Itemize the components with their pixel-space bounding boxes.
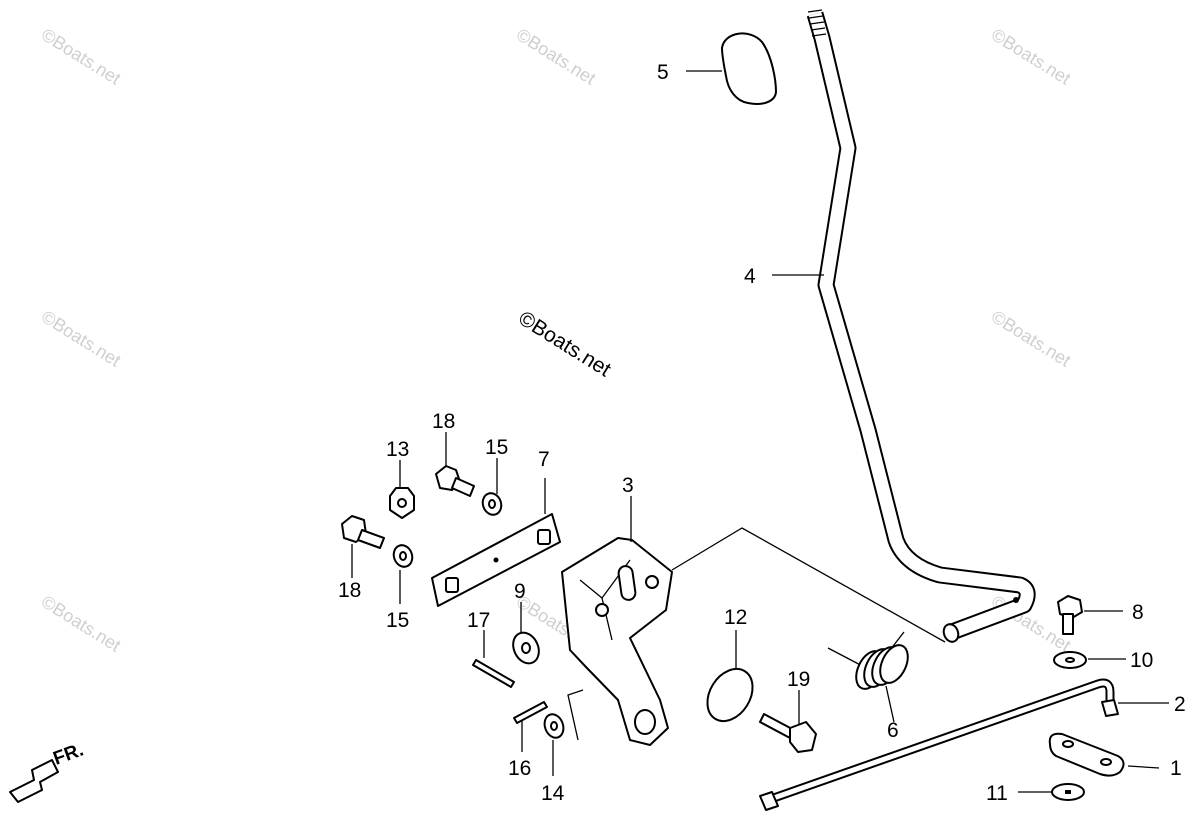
watermark-text: ©Boats.net bbox=[988, 24, 1074, 88]
callout-11: 11 bbox=[986, 782, 1008, 805]
part-3-bracket bbox=[561, 537, 673, 746]
part-8-bolt bbox=[1057, 595, 1083, 635]
front-label: FR. bbox=[51, 739, 87, 769]
callout-13: 13 bbox=[386, 438, 409, 461]
watermark-text: ©Boats.net bbox=[38, 24, 124, 88]
callout-17: 17 bbox=[467, 609, 490, 632]
part-18-lower-bolt bbox=[341, 515, 385, 549]
callout-1: 1 bbox=[1170, 757, 1182, 780]
part-15-upper-washer bbox=[481, 492, 503, 516]
front-direction-arrow: FR. bbox=[9, 739, 87, 803]
callout-5: 5 bbox=[657, 61, 669, 84]
part-11-washer bbox=[1051, 783, 1085, 801]
part-2-link-rod bbox=[759, 678, 1119, 811]
callout-10: 10 bbox=[1130, 649, 1153, 672]
part-5-grip-knob bbox=[721, 32, 777, 105]
part-10-washer bbox=[1053, 651, 1087, 669]
part-17-pin bbox=[472, 659, 515, 688]
part-13-flange-nut bbox=[389, 487, 415, 519]
watermark-text: ©Boats.net bbox=[38, 591, 124, 655]
callout-15-upper: 15 bbox=[485, 436, 508, 459]
part-18-upper-bolt bbox=[435, 465, 475, 497]
callout-18-lower: 18 bbox=[338, 579, 361, 602]
callout-2: 2 bbox=[1174, 693, 1186, 716]
leader-lines bbox=[351, 70, 1169, 793]
callout-19: 19 bbox=[787, 668, 810, 691]
assembly-reference-line bbox=[671, 527, 946, 643]
part-19-bolt bbox=[759, 713, 817, 753]
callout-15-lower: 15 bbox=[386, 609, 409, 632]
callout-18-upper: 18 bbox=[432, 410, 455, 433]
part-14-washer bbox=[543, 713, 565, 739]
part-7-plate bbox=[431, 513, 561, 607]
callout-14: 14 bbox=[541, 782, 565, 805]
part-4-lever-rod bbox=[806, 9, 1036, 643]
callout-6: 6 bbox=[887, 719, 899, 742]
part-16-pin bbox=[513, 701, 548, 724]
callout-4: 4 bbox=[744, 265, 756, 288]
callout-7: 7 bbox=[538, 448, 550, 471]
part-9-washer bbox=[512, 631, 540, 665]
part-15-lower-washer bbox=[392, 544, 414, 568]
callout-16: 16 bbox=[508, 757, 531, 780]
watermark-text: ©Boats.net bbox=[38, 306, 124, 370]
callout-numbers: 5 4 3 7 13 18 15 18 15 9 17 16 14 12 19 … bbox=[338, 61, 1186, 805]
center-watermark: ©Boats.net bbox=[514, 307, 615, 382]
callout-3: 3 bbox=[622, 474, 634, 497]
watermark-text: ©Boats.net bbox=[988, 306, 1074, 370]
part-6-spring bbox=[827, 631, 909, 690]
callout-8: 8 bbox=[1132, 601, 1144, 624]
part-12-cap bbox=[706, 667, 754, 723]
callout-12: 12 bbox=[724, 606, 747, 629]
part-1-link-plate bbox=[1048, 732, 1125, 777]
callout-9: 9 bbox=[514, 580, 526, 603]
watermark-text: ©Boats.net bbox=[513, 24, 599, 88]
